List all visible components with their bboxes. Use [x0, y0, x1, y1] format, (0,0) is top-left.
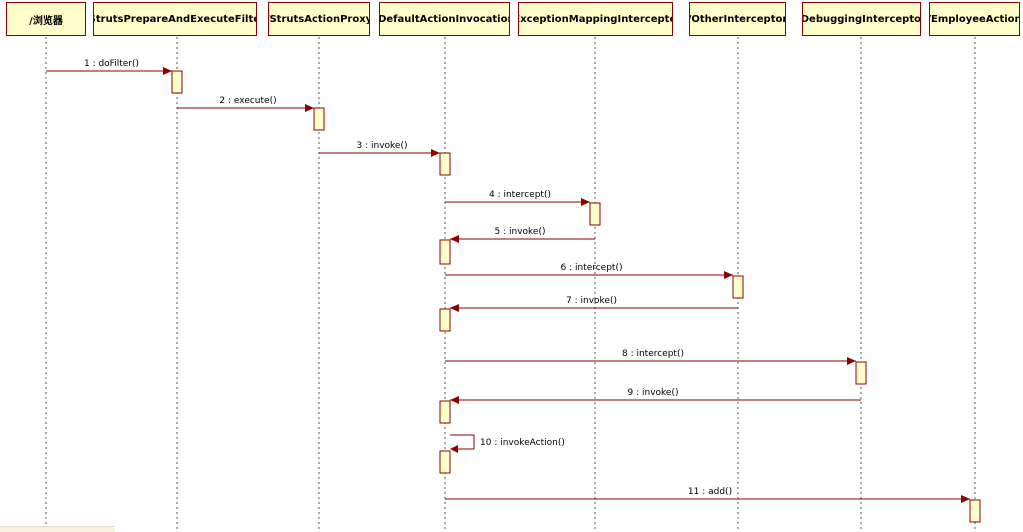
message-label: 4 : intercept()	[489, 190, 551, 200]
message-label: 9 : invoke()	[628, 388, 679, 398]
message-label: 3 : invoke()	[357, 141, 408, 151]
participant-debugging: /DebuggingInterceptor	[802, 2, 921, 36]
activation-box	[589, 202, 601, 226]
arrowhead	[581, 198, 590, 206]
arrowhead	[163, 67, 172, 75]
message-label: 5 : invoke()	[495, 227, 546, 237]
participant-other: /OtherInterceptor	[689, 2, 786, 36]
arrowhead	[724, 271, 733, 279]
activation-box	[171, 70, 183, 94]
participant-label: /OtherInterceptor	[689, 13, 786, 25]
participant-label: /DefaultActionInvocation	[379, 13, 510, 25]
arrowhead	[847, 357, 856, 365]
arrowhead	[305, 104, 314, 112]
participant-label: /StrutsActionProxy	[268, 13, 370, 25]
activation-box	[439, 400, 451, 424]
arrowhead	[450, 304, 459, 312]
participant-employee: /EmployeeAction	[929, 2, 1020, 36]
message-label: 6 : intercept()	[560, 263, 622, 273]
message-label: 7 : invoke()	[566, 296, 617, 306]
participant-exception: /ExceptionMappingInterceptor	[518, 2, 673, 36]
activation-box	[969, 499, 981, 523]
activation-box	[439, 152, 451, 176]
participant-label: /浏览器	[29, 15, 63, 27]
message-label: 2 : execute()	[219, 96, 276, 106]
arrowhead	[450, 445, 458, 453]
activation-box	[855, 361, 867, 385]
horizontal-scrollbar[interactable]	[0, 526, 115, 532]
message-label: 1 : doFilter()	[84, 59, 139, 69]
participant-invocation: /DefaultActionInvocation	[379, 2, 510, 36]
activation-box	[439, 308, 451, 332]
arrowhead	[431, 149, 440, 157]
message-label: 11 : add()	[688, 487, 732, 497]
message-arrow	[450, 434, 475, 450]
activation-box	[439, 450, 451, 474]
activation-box	[313, 107, 325, 131]
activation-box	[439, 239, 451, 265]
activation-box	[732, 275, 744, 299]
participant-browser: /浏览器	[6, 2, 86, 36]
message-label: 8 : intercept()	[622, 349, 684, 359]
participant-label: /ExceptionMappingInterceptor	[518, 13, 673, 25]
participant-label: /DebuggingInterceptor	[802, 13, 921, 25]
participant-proxy: /StrutsActionProxy	[268, 2, 370, 36]
arrowhead	[450, 396, 459, 404]
participant-label: /StrutsPrepareAndExecuteFilter	[93, 13, 257, 25]
participant-label: /EmployeeAction	[929, 13, 1020, 25]
participant-filter: /StrutsPrepareAndExecuteFilter	[93, 2, 257, 36]
message-label: 10 : invokeAction()	[480, 438, 565, 448]
arrowhead	[961, 495, 970, 503]
arrowhead	[450, 235, 459, 243]
